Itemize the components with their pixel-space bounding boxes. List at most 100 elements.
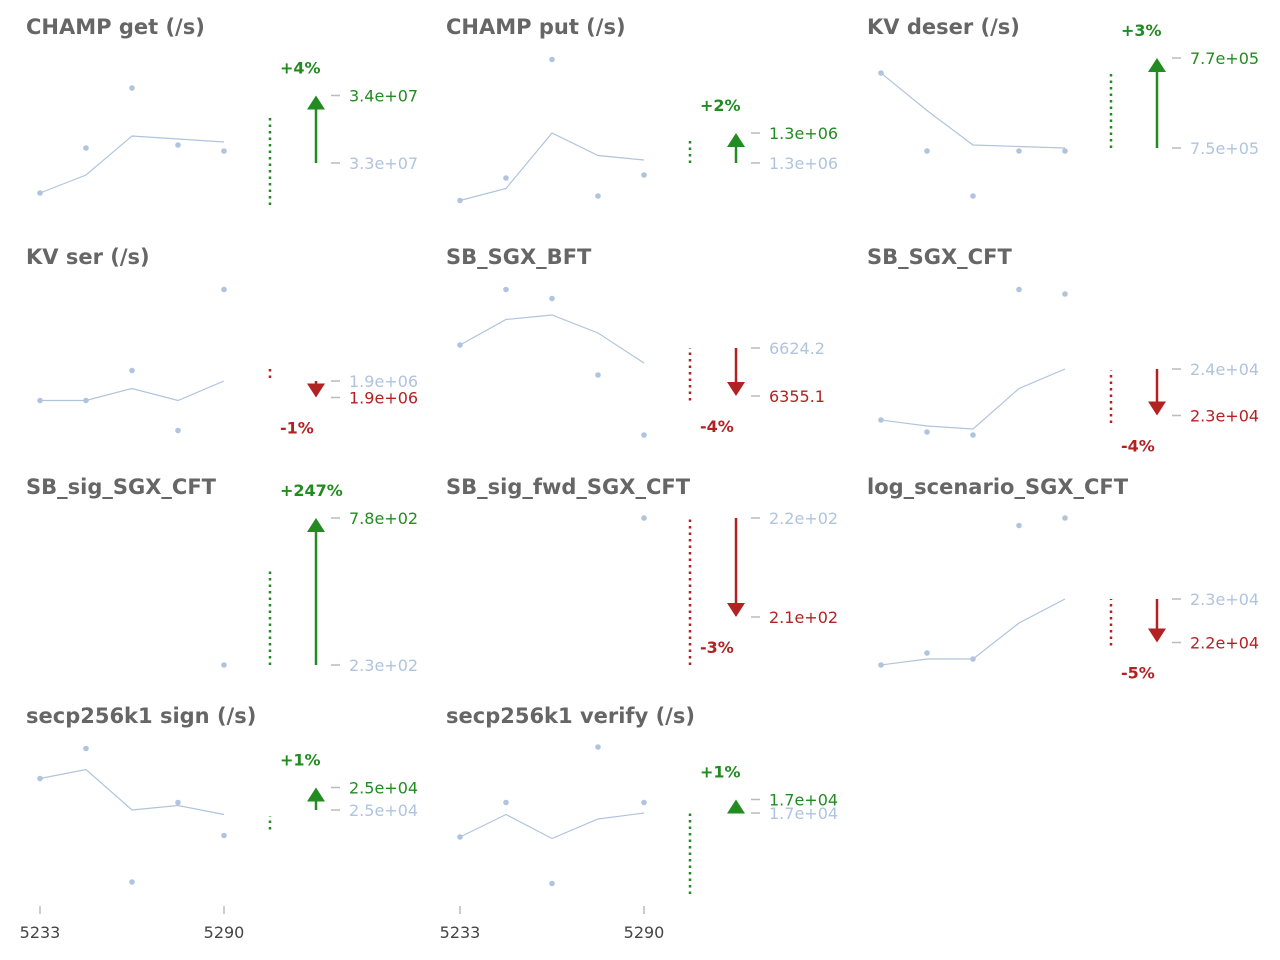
data-point <box>1016 286 1022 293</box>
panel-title: CHAMP get (/s) <box>26 15 205 39</box>
baseline-value-label: 1.9e+06 <box>349 372 418 391</box>
baseline-value-label: 2.3e+02 <box>349 656 418 675</box>
data-point <box>549 56 555 63</box>
change-percent: +1% <box>280 751 321 770</box>
baseline-value-label: 2.2e+02 <box>769 509 838 528</box>
baseline-value-label: 2.5e+04 <box>349 801 418 820</box>
change-arrow-head <box>727 382 745 396</box>
panel-title: secp256k1 verify (/s) <box>446 704 695 728</box>
data-point <box>457 197 463 204</box>
latest-value-label: 2.3e+04 <box>1190 407 1259 426</box>
latest-value-label: 3.4e+07 <box>349 87 418 106</box>
change-percent: +1% <box>700 763 741 782</box>
latest-value-label: 2.2e+04 <box>1190 634 1259 653</box>
trend-line <box>459 132 645 202</box>
data-point <box>549 295 555 302</box>
data-point <box>37 190 43 196</box>
panel-title: SB_sig_fwd_SGX_CFT <box>446 475 691 499</box>
x-tick-label: 5233 <box>440 923 481 942</box>
change-percent: +247% <box>280 481 343 500</box>
change-percent: -5% <box>1121 664 1155 683</box>
trend-line <box>880 72 1066 149</box>
baseline-value-label: 1.3e+06 <box>769 154 838 173</box>
data-point <box>595 372 601 378</box>
data-point <box>37 397 43 404</box>
change-percent: +4% <box>280 59 321 78</box>
data-point <box>175 799 181 806</box>
x-tick-label: 5233 <box>20 923 61 942</box>
data-point <box>878 417 884 423</box>
change-percent: -1% <box>280 419 314 438</box>
change-arrow-head <box>307 95 325 110</box>
data-point <box>129 367 135 374</box>
trend-line <box>40 380 225 402</box>
data-point <box>1062 515 1068 521</box>
trend-line <box>880 598 1066 666</box>
data-point <box>503 799 509 806</box>
latest-value-label: 1.3e+06 <box>769 124 838 143</box>
panel-8: SB_sig_fwd_SGX_CFT -3% 2.2e+02 2.1e+02 <box>446 475 838 665</box>
panel-2: CHAMP put (/s) +2% 1.3e+06 1.3e+06 <box>446 15 838 204</box>
change-percent: +2% <box>700 96 741 115</box>
data-point <box>924 429 930 435</box>
trend-line <box>39 768 225 816</box>
change-percent: -3% <box>700 638 734 657</box>
data-point <box>129 85 135 91</box>
data-point <box>970 193 976 199</box>
data-point <box>83 397 89 404</box>
data-point <box>641 515 647 521</box>
baseline-value-label: 2.3e+04 <box>1190 590 1259 609</box>
panel-1: CHAMP get (/s)+4%3.3e+073.4e+07 <box>26 15 418 205</box>
change-percent: -4% <box>700 417 734 436</box>
baseline-value-label: 6624.2 <box>769 339 825 358</box>
data-point <box>83 145 89 151</box>
x-tick-label: 5290 <box>624 923 665 942</box>
latest-value-label: 7.7e+05 <box>1190 49 1259 68</box>
panel-3: KV deser (/s)+3%7.5e+057.7e+05 <box>867 15 1259 199</box>
data-point <box>549 880 555 887</box>
change-arrow-head <box>1148 401 1166 416</box>
latest-value-label: 6355.1 <box>769 387 825 406</box>
trend-line <box>459 812 645 840</box>
change-percent: -4% <box>1121 437 1155 456</box>
panel-title: SB_SGX_CFT <box>867 245 1012 269</box>
latest-value-label: 2.1e+02 <box>769 608 838 627</box>
panel-5: SB_SGX_BFT -4% 6624.2 6355.1 <box>446 245 825 438</box>
data-point <box>37 775 43 782</box>
data-point <box>175 427 181 434</box>
panel-title: KV ser (/s) <box>26 245 150 269</box>
change-arrow-head <box>1148 628 1166 643</box>
data-point <box>970 432 976 438</box>
data-point <box>129 879 135 885</box>
data-point <box>1062 148 1068 154</box>
data-point <box>924 148 930 154</box>
data-point <box>641 172 647 178</box>
data-point <box>641 432 647 438</box>
latest-value-label: 1.9e+06 <box>349 389 418 408</box>
panel-4: KV ser (/s) -1% 1.9e+061.9e+06 <box>26 245 418 438</box>
latest-value-label: 1.7e+04 <box>769 791 838 810</box>
panel-title: SB_SGX_BFT <box>446 245 592 269</box>
panel-7: SB_sig_SGX_CFT+247%2.3e+027.8e+02 <box>26 475 418 675</box>
data-point <box>1062 291 1068 297</box>
data-point <box>1016 148 1022 154</box>
baseline-value-label: 7.5e+05 <box>1190 139 1259 158</box>
data-point <box>641 799 647 806</box>
panel-title: CHAMP put (/s) <box>446 15 626 39</box>
panel-title: secp256k1 sign (/s) <box>26 704 256 728</box>
data-point <box>221 832 227 839</box>
change-arrow-head <box>727 799 745 814</box>
trend-line <box>880 368 1066 430</box>
data-point <box>221 662 227 668</box>
data-point <box>924 650 930 656</box>
data-point <box>878 70 884 76</box>
data-point <box>595 193 601 199</box>
data-point <box>970 656 976 662</box>
data-point <box>457 834 463 840</box>
change-arrow-head <box>727 133 745 147</box>
panel-title: log_scenario_SGX_CFT <box>867 475 1129 499</box>
data-point <box>503 175 509 181</box>
data-point <box>221 286 227 293</box>
panel-6: SB_SGX_CFT-4%2.4e+042.3e+04 <box>867 245 1259 456</box>
